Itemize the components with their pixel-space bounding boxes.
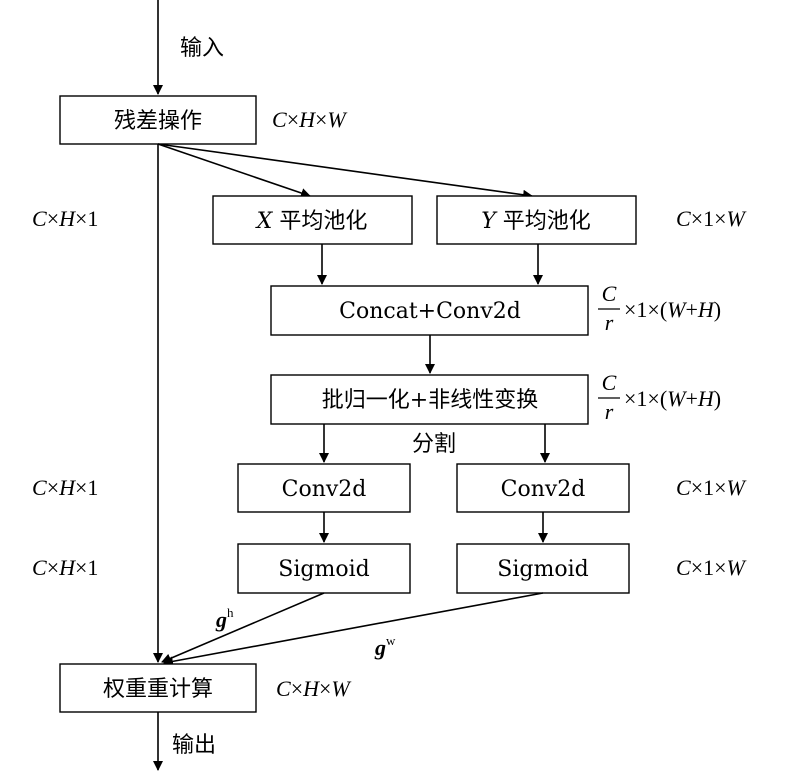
sigmoid-right-label: Sigmoid: [497, 557, 588, 582]
conv-left-dim: C×H×1: [32, 475, 98, 500]
x-pool-dim: C×H×1: [32, 206, 98, 231]
sigmoid-left-dim: C×H×1: [32, 555, 98, 580]
gw-label: gw: [374, 633, 396, 660]
conv-right-label: Conv2d: [501, 477, 586, 502]
concat-label: Concat+Conv2d: [339, 299, 521, 324]
output-label: 输出: [172, 733, 216, 758]
concat-dim-num: C: [602, 281, 617, 306]
bn-box: [270, 374, 589, 425]
gh-arrow: [161, 592, 325, 664]
concat-dim-den: r: [605, 310, 614, 335]
y-pool-label: Y 平均池化: [481, 209, 591, 234]
reweight-box: [59, 663, 257, 713]
x-pool-box: [212, 195, 413, 245]
x-pool-label: X 平均池化: [255, 209, 368, 234]
concat-dim-rest: ×1×(W+H): [624, 297, 721, 322]
sigmoid-left-box: [237, 543, 411, 594]
gh-label: gh: [215, 605, 234, 632]
sigmoid-right-box: [456, 543, 630, 594]
bn-dim: C r ×1×(W+H): [598, 370, 721, 424]
sigmoid-left-label: Sigmoid: [278, 557, 369, 582]
conv-left-box: [237, 463, 411, 513]
residual-label: 残差操作: [114, 109, 202, 134]
bn-dim-rest: ×1×(W+H): [624, 386, 721, 411]
conv-right-dim: C×1×W: [676, 475, 747, 500]
y-pool-box: [436, 195, 637, 245]
y-pool-dim: C×1×W: [676, 206, 747, 231]
bn-label: 批归一化+非线性变换: [322, 388, 538, 413]
concat-box: [270, 285, 589, 336]
conv-right-box: [456, 463, 630, 513]
arrow-to-y-pool: [157, 143, 533, 200]
gw-arrow: [163, 592, 544, 667]
concat-dim: C r ×1×(W+H): [598, 281, 721, 335]
input-label: 输入: [180, 36, 224, 61]
reweight-label: 权重重计算: [103, 677, 213, 702]
bn-dim-den: r: [605, 399, 614, 424]
reweight-dim: C×H×W: [276, 676, 351, 701]
bn-dim-num: C: [602, 370, 617, 395]
residual-dim: C×H×W: [272, 107, 347, 132]
arrow-to-x-pool: [157, 143, 311, 198]
sigmoid-right-dim: C×1×W: [676, 555, 747, 580]
conv-left-label: Conv2d: [282, 477, 367, 502]
split-label: 分割: [412, 432, 456, 457]
